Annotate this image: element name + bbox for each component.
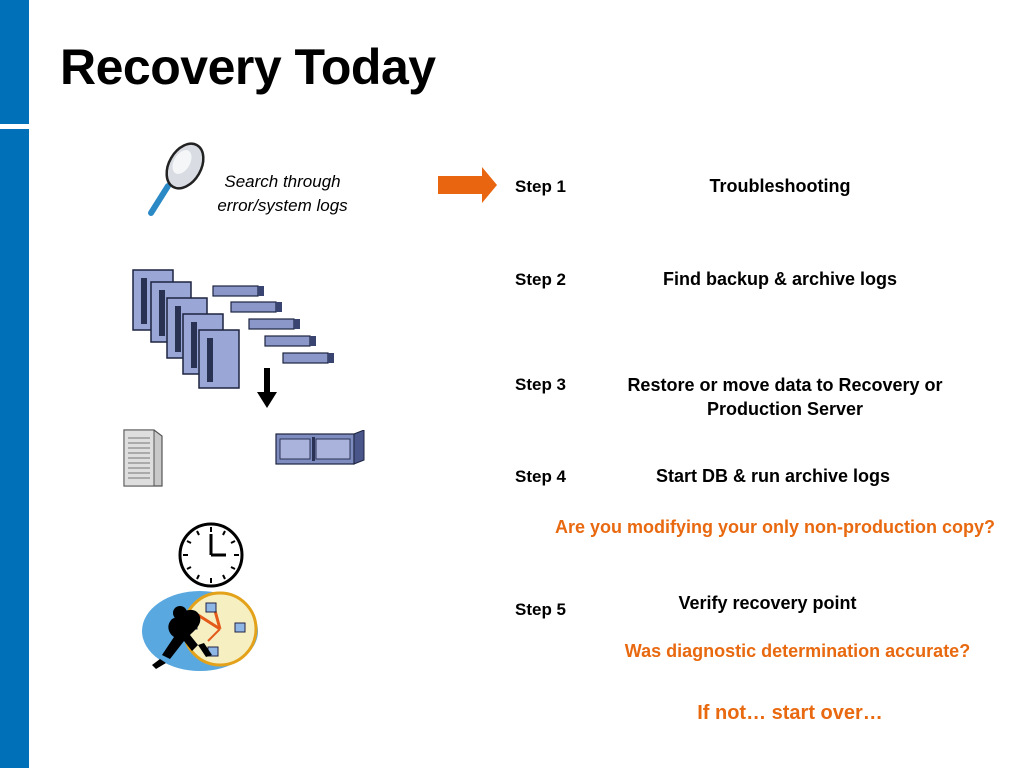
diagnostic-question: Was diagnostic determination accurate? xyxy=(624,641,971,661)
step-5-text: Verify recovery point xyxy=(678,593,857,613)
down-arrow-icon xyxy=(257,368,277,408)
step-3-text-line-1: Restore or move data to Recovery or xyxy=(627,375,943,395)
accent-bar-divider xyxy=(0,124,29,129)
step-3-label: Step 3 xyxy=(515,375,567,394)
clock-icon xyxy=(178,522,244,588)
orange-arrow-icon xyxy=(438,167,497,203)
left-accent-bar xyxy=(0,0,29,768)
step-1-label: Step 1 xyxy=(515,177,567,196)
search-caption-line-1: Search through xyxy=(224,172,341,191)
tower-server-icon xyxy=(123,429,163,487)
magnifying-glass-icon xyxy=(148,142,205,216)
non-production-copy-question: Are you modifying your only non-producti… xyxy=(555,517,995,537)
storage-array-icon xyxy=(275,430,365,465)
search-caption: Search through error/system logs xyxy=(195,170,370,218)
server-stack-icon xyxy=(132,269,334,389)
slide-title: Recovery Today xyxy=(60,39,436,95)
step-5-label: Step 5 xyxy=(515,600,567,619)
step-4-text: Start DB & run archive logs xyxy=(655,466,891,486)
step-3-text: Restore or move data to Recovery or Prod… xyxy=(600,373,970,421)
start-over-note: If not… start over… xyxy=(697,702,883,724)
search-caption-line-2: error/system logs xyxy=(217,196,348,215)
step-2-label: Step 2 xyxy=(515,270,567,289)
step-4-label: Step 4 xyxy=(515,467,567,486)
step-3-text-line-2: Production Server xyxy=(706,399,864,419)
step-1-text: Troubleshooting xyxy=(709,176,851,196)
running-man-clock-icon xyxy=(142,591,258,671)
step-2-text: Find backup & archive logs xyxy=(662,269,898,289)
